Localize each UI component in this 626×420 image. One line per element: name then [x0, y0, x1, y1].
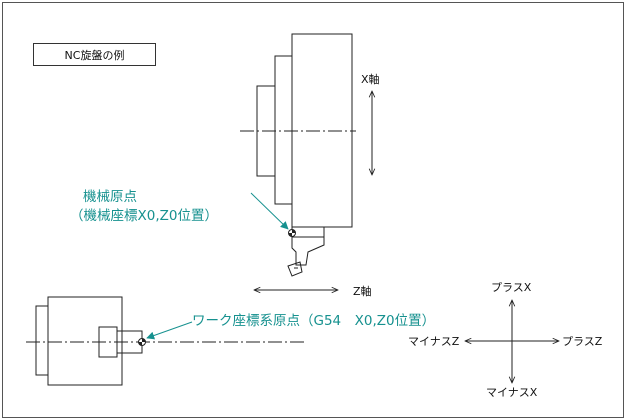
- work-origin-leader: [146, 321, 193, 340]
- plus-z-label: プラスZ: [562, 335, 603, 348]
- work-origin-label: ワーク座標系原点（G54 X0,Z0位置）: [192, 313, 436, 329]
- machine-origin-sublabel: （機械座標X0,Z0位置）: [70, 208, 218, 224]
- minus-z-label: マイナスZ: [408, 335, 460, 348]
- chuck-workpiece: [35, 296, 143, 386]
- plus-x-label: プラスX: [491, 281, 532, 294]
- diagram-title: NC旋盤の例: [33, 43, 156, 66]
- minus-x-label: マイナスX: [486, 386, 538, 399]
- x-axis-label: X軸: [361, 73, 380, 86]
- machine-origin-leader: [250, 192, 289, 230]
- machine-origin-label: 機械原点: [83, 189, 137, 205]
- tool-turret: [256, 33, 353, 277]
- z-axis-label: Z軸: [353, 285, 372, 298]
- work-origin-marker: [138, 338, 146, 346]
- machine-origin-marker: [288, 229, 296, 237]
